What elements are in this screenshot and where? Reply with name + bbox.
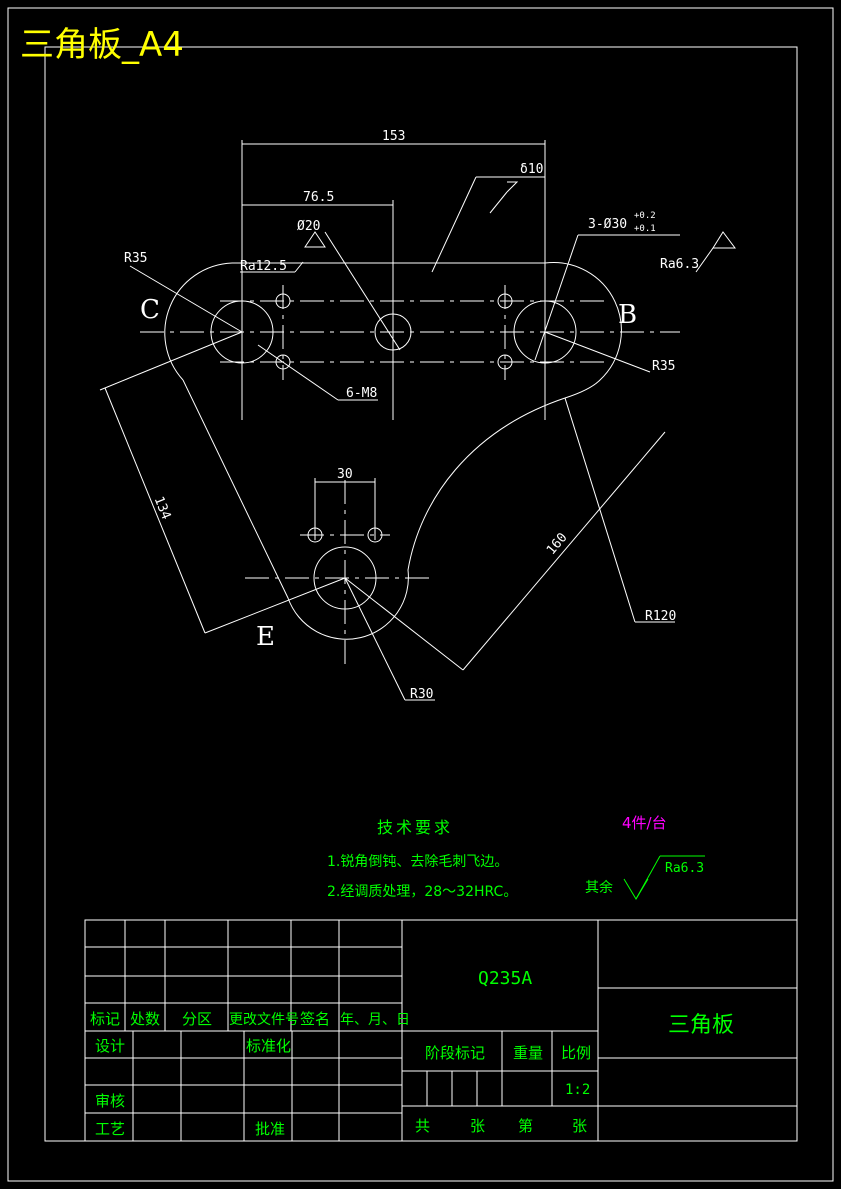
notes-line-1: 1.锐角倒钝、去除毛刺飞边。	[327, 854, 508, 870]
material: Q235A	[478, 968, 532, 989]
header-date: 年、月、日	[340, 1012, 410, 1028]
label-process: 工艺	[95, 1120, 125, 1138]
hole-b	[513, 300, 577, 364]
rest-roughness: Ra6.3	[665, 861, 704, 876]
label-stage: 阶段标记	[425, 1044, 485, 1062]
label-number: 第	[518, 1117, 533, 1135]
dim-134: 134	[151, 494, 174, 522]
label-sheet: 张	[572, 1117, 587, 1135]
dim-ra6-3-top: Ra6.3	[660, 257, 699, 272]
label-b: B	[618, 300, 637, 330]
hole-e	[313, 546, 377, 610]
label-weight: 重量	[513, 1044, 543, 1062]
dim-30: 30	[337, 467, 353, 482]
dim-phi20: Ø20	[297, 219, 320, 234]
header-mark: 标记	[90, 1010, 120, 1028]
dim-ra12-5: Ra12.5	[240, 259, 287, 274]
dim-3phi30: 3-Ø30	[588, 217, 627, 232]
notes-heading: 技术要求	[377, 818, 453, 837]
rest-note: 其余	[585, 879, 613, 896]
quantity-note: 4件/台	[622, 814, 667, 832]
title-block	[84, 919, 798, 1142]
holes	[210, 293, 577, 610]
dim-r35-right: R35	[652, 359, 675, 374]
header-signature: 签名	[300, 1010, 330, 1028]
inner-frame	[44, 46, 798, 1142]
dim-thickness: δ10	[520, 162, 543, 177]
part-name: 三角板	[668, 1013, 734, 1038]
dimension-lines	[99, 140, 736, 701]
center-lines	[140, 275, 680, 670]
header-change-doc: 更改文件号	[229, 1012, 299, 1028]
label-e: E	[256, 622, 275, 652]
label-sheets: 张	[470, 1117, 485, 1135]
dim-6m8: 6-M8	[346, 386, 377, 401]
header-count: 处数	[130, 1010, 160, 1028]
drawing-title: 三角板_A4	[20, 25, 184, 65]
hole-c	[210, 300, 274, 364]
outer-frame	[7, 7, 834, 1182]
label-total: 共	[415, 1117, 430, 1135]
label-review: 审核	[95, 1092, 125, 1110]
label-c: C	[140, 295, 160, 325]
dim-r30: R30	[410, 687, 433, 702]
header-zone: 分区	[182, 1010, 212, 1028]
part-outline	[164, 261, 622, 640]
label-scale: 比例	[561, 1044, 591, 1062]
notes-line-2: 2.经调质处理，28～32HRC。	[327, 884, 517, 900]
dim-r35-left: R35	[124, 251, 147, 266]
dim-153: 153	[382, 129, 405, 144]
dim-tolerance-upper: +0.2	[634, 211, 656, 221]
label-approve: 批准	[255, 1120, 285, 1138]
label-standardization: 标准化	[246, 1037, 291, 1055]
hole-center	[374, 313, 412, 351]
scale-value: 1:2	[565, 1082, 590, 1098]
dim-76-5: 76.5	[303, 190, 334, 205]
label-design: 设计	[95, 1037, 125, 1055]
dim-r120: R120	[645, 609, 676, 624]
dim-tolerance-lower: +0.1	[634, 224, 656, 234]
dim-160: 160	[544, 530, 571, 558]
